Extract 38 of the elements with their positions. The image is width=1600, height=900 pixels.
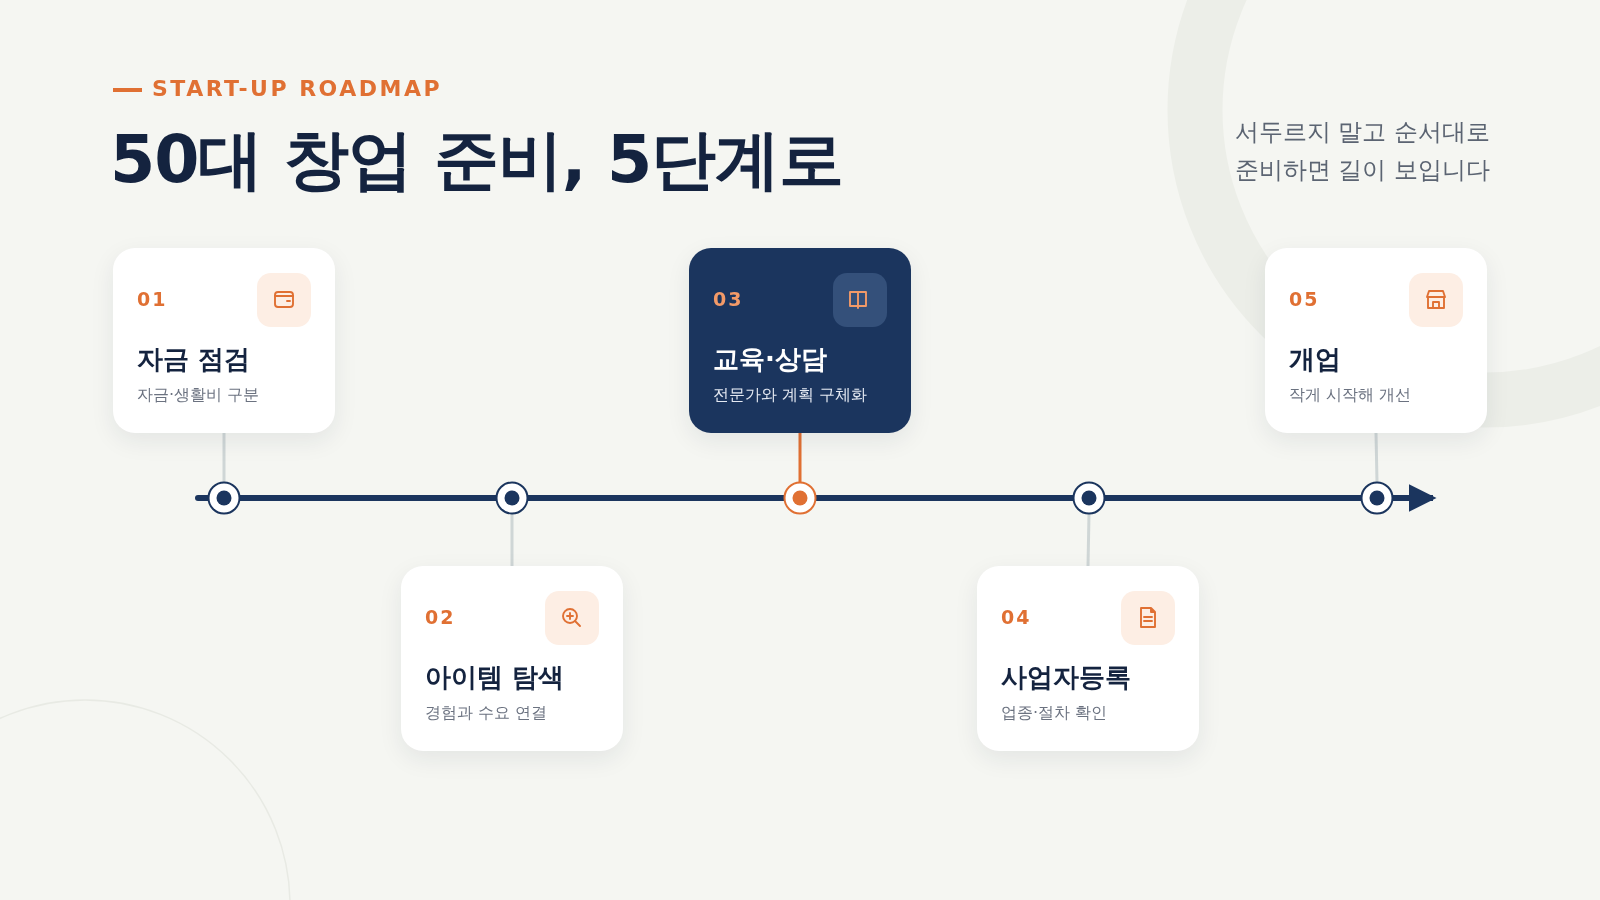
title: 50대 창업 준비, 5단계로 [110,121,844,199]
timeline-dot [783,481,817,515]
connector-line [510,514,514,566]
step-card [401,566,623,751]
step-description: 자금·생활비 구분 [137,385,260,406]
step-number: 05 [1289,288,1320,310]
step-description: 경험과 수요 연결 [425,703,548,724]
step-description: 전문가와 계획 구체화 [713,385,868,406]
step-card [977,566,1199,751]
step-card [113,248,335,433]
step-card [689,248,911,433]
eyebrow-text: START-UP ROADMAP [152,76,443,101]
step-number: 01 [137,288,168,310]
connector-line [1374,432,1379,483]
timeline-dot [1072,481,1106,515]
step-title: 개업 [1289,343,1341,376]
step-title: 사업자등록 [1001,661,1131,694]
timeline-segment [1105,495,1361,501]
timeline-dot [207,481,241,515]
timeline-segment [240,495,496,501]
connector-line [222,433,226,482]
step-description: 작게 시작해 개선 [1289,385,1412,406]
connector-line [798,433,802,482]
step-number: 03 [713,288,744,310]
timeline-segment [816,495,1073,501]
connector-line [1086,513,1091,567]
step-title: 자금 점검 [137,343,251,376]
step-title: 아이템 탐색 [425,661,565,694]
timeline-segment [528,495,784,501]
timeline-dot [495,481,529,515]
step-card [1265,248,1487,433]
step-title: 교육·상담 [713,343,827,376]
step-description: 업종·절차 확인 [1001,703,1108,724]
subtitle: 서두르지 말고 순서대로 준비하면 길이 보입니다 [1233,117,1490,186]
step-number: 02 [425,606,456,628]
timeline-segment [1393,484,1437,512]
timeline-dot [1360,481,1394,515]
step-number: 04 [1001,606,1032,628]
